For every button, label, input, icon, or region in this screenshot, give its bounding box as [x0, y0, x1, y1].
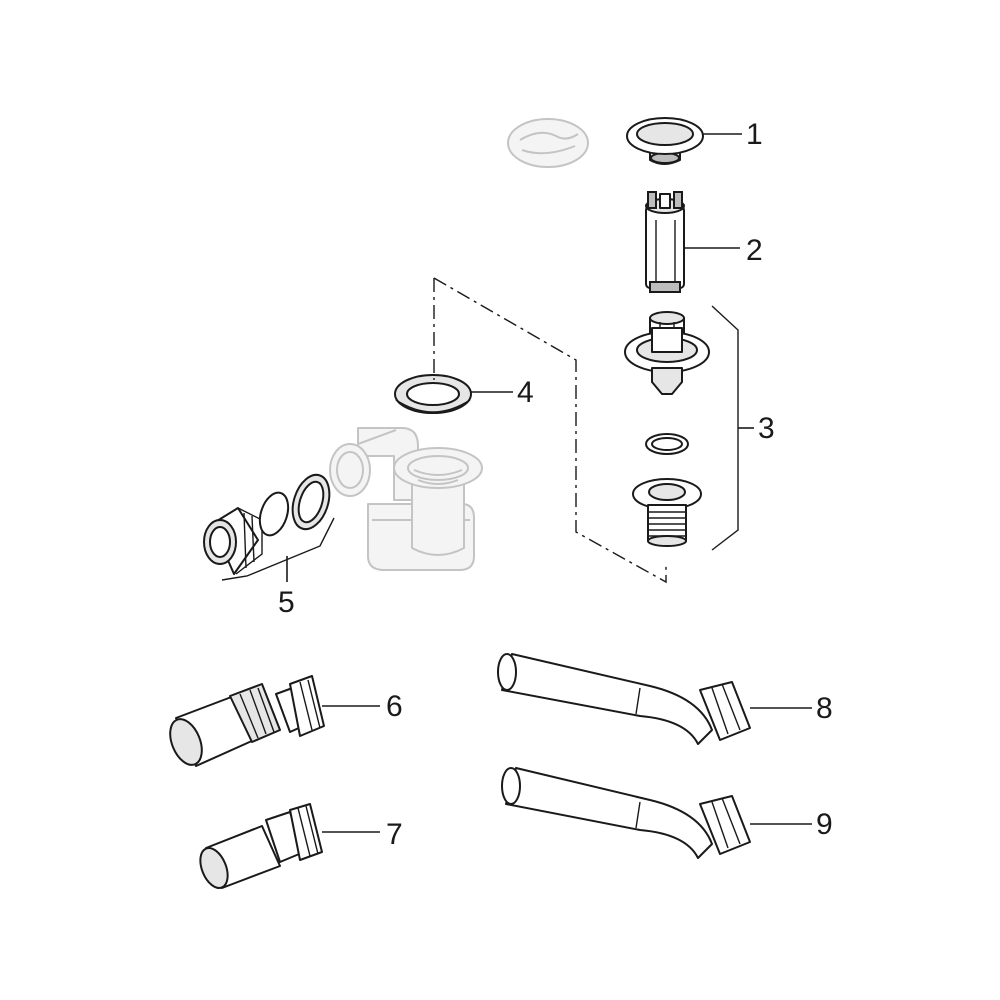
part-9-bent-pipe	[501, 767, 751, 859]
ghost-trap-body	[329, 427, 483, 571]
callout-5: 5	[278, 586, 295, 619]
part-4-seal-ring	[394, 374, 472, 414]
axis-lines	[433, 277, 667, 584]
callout-7: 7	[386, 818, 403, 851]
ghost-cover-cap	[507, 118, 589, 168]
part-8-bent-pipe	[497, 653, 751, 745]
callout-1: 1	[746, 118, 763, 151]
callout-6: 6	[386, 690, 403, 723]
callout-3: 3	[758, 412, 775, 445]
callout-numbers: 1 2 3 4 5 6 7 8 9	[278, 118, 833, 851]
part-6-adapter	[169, 675, 325, 767]
callout-8: 8	[816, 692, 833, 725]
callout-2: 2	[746, 234, 763, 267]
part-3-drain-valve-assembly	[624, 305, 739, 551]
part-7-short-adapter	[199, 803, 323, 889]
callout-9: 9	[816, 808, 833, 841]
leader-lines	[286, 133, 812, 833]
part-5-nut-and-rings	[203, 473, 335, 581]
callout-4: 4	[517, 376, 534, 409]
part-1-push-cap	[626, 117, 704, 165]
part-2-spindle	[645, 191, 685, 293]
